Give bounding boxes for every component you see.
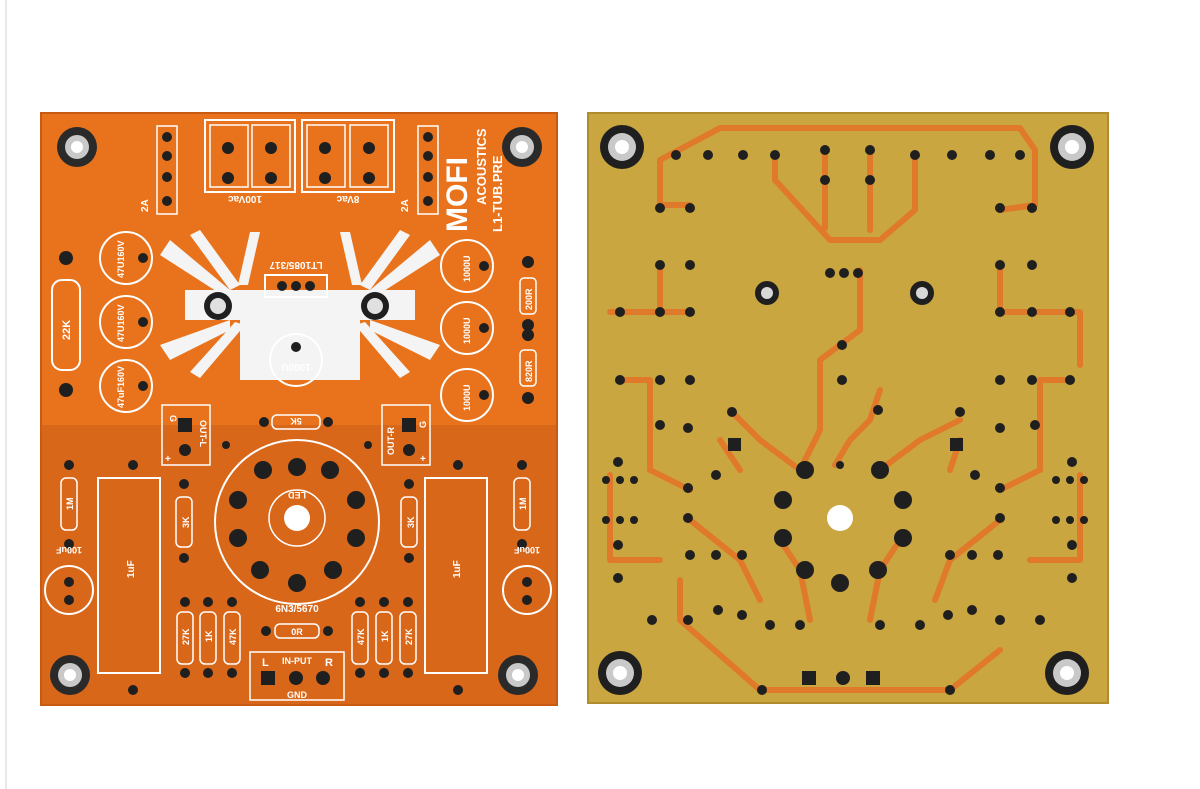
transformer-terminals-left <box>204 119 296 193</box>
out-l-plus: + <box>165 454 171 465</box>
cap-1uf-left-label: 1uF <box>126 560 137 578</box>
input-r-label: R <box>325 657 333 669</box>
cap-left-1-label: 47U160V <box>116 240 126 278</box>
transformer-left-label: 100Vac <box>228 193 262 204</box>
cap-right-3 <box>440 368 494 422</box>
resistor-47k-right-label: 47K <box>356 628 366 645</box>
resistor-1k-left-label: 1K <box>204 630 214 642</box>
mounting-hole-br <box>498 655 538 695</box>
out-r-connector <box>381 404 431 466</box>
resistor-200r-label: 200R <box>524 288 534 310</box>
center-cap-label: 1000U <box>281 361 310 372</box>
cap-100uf-left <box>44 565 94 615</box>
brand-logo: MOFI <box>441 157 474 232</box>
cap-left-3-label: 47uF160V <box>116 366 126 408</box>
brand-subtitle: ACOUSTICS <box>474 128 489 205</box>
out-l-connector <box>161 404 211 466</box>
front-vias <box>128 441 463 695</box>
mounting-hole-tl <box>57 127 97 167</box>
tube-led-label: LED <box>287 490 306 500</box>
input-gnd-label: GND <box>287 690 308 700</box>
out-l-ground: G <box>168 415 178 422</box>
cap-100uf-right <box>502 565 552 615</box>
resistor-820r-label: 820R <box>524 360 534 382</box>
resistor-bank-left <box>176 611 241 665</box>
out-l-label: OUT-L <box>198 420 208 447</box>
back-vias <box>602 145 1088 695</box>
model-label: L1-TUB.PRE <box>490 155 505 232</box>
resistor-47k-left-label: 47K <box>228 628 238 645</box>
cap-left-1 <box>99 231 153 285</box>
cap-1uf-right <box>424 477 488 674</box>
transformer-right-label: 8Vac <box>336 193 359 204</box>
back-board <box>587 112 1109 704</box>
out-r-ground: G <box>418 421 428 428</box>
cap-1uf-right-label: 1uF <box>452 560 463 578</box>
front-board: LT1085/317 1000U 100Vac 8Vac 2A <box>40 112 558 706</box>
resistor-1k-right-label: 1K <box>380 630 390 642</box>
mounting-hole-tr <box>502 127 542 167</box>
mounting-hole-bl <box>50 655 90 695</box>
back-mounting-hole-tr <box>1050 125 1094 169</box>
fuse-right-label: 2A <box>400 199 411 212</box>
back-mounting-hole-tl <box>600 125 644 169</box>
cap-100uf-left-label: 100uF <box>55 545 82 555</box>
resistor-22k-label: 22K <box>61 320 73 340</box>
cap-left-2 <box>99 295 153 349</box>
cap-right-1-label: 1000U <box>462 255 472 282</box>
tube-socket <box>214 439 380 605</box>
cap-left-2-label: 47U160V <box>116 304 126 342</box>
back-board-substrate <box>588 113 1108 703</box>
fuse-left-label: 2A <box>140 199 151 212</box>
resistor-27k-left-label: 27K <box>181 628 191 645</box>
cap-right-3-label: 1000U <box>462 384 472 411</box>
back-mounting-hole-bl <box>598 651 642 695</box>
fuse-header-right <box>417 125 439 215</box>
resistor-22k <box>51 251 81 397</box>
cap-left-3 <box>99 359 153 413</box>
fuse-header-left <box>156 125 178 215</box>
regulator-label: LT1085/317 <box>269 259 323 270</box>
cap-right-2-label: 1000U <box>462 317 472 344</box>
out-r-label: OUT-R <box>386 427 396 455</box>
out-r-plus: + <box>420 454 426 465</box>
resistor-1m-left-label: 1M <box>65 497 75 510</box>
tube-type-label: 6N3/5670 <box>275 604 319 615</box>
resistor-3k-left-label: 3K <box>181 516 191 528</box>
input-l-label: L <box>262 657 269 669</box>
resistor-27k-right-label: 27K <box>404 628 414 645</box>
center-cap-outline <box>269 333 323 387</box>
cap-100uf-right-label: 100uF <box>513 545 540 555</box>
resistor-1m-right-label: 1M <box>518 497 528 510</box>
cap-right-2 <box>440 301 494 355</box>
transformer-terminals-right <box>301 119 395 193</box>
back-mounting-hole-br <box>1045 651 1089 695</box>
resistor-5k-label: 5K <box>290 416 302 426</box>
resistor-0r-label: 0R <box>291 627 303 637</box>
resistor-bank-right <box>351 611 417 665</box>
input-connector <box>249 651 345 701</box>
cap-right-1 <box>440 239 494 293</box>
back-tube-socket <box>774 461 912 592</box>
input-label: IN-PUT <box>282 656 312 666</box>
cap-1uf-left <box>97 477 161 674</box>
resistor-3k-right-label: 3K <box>406 516 416 528</box>
